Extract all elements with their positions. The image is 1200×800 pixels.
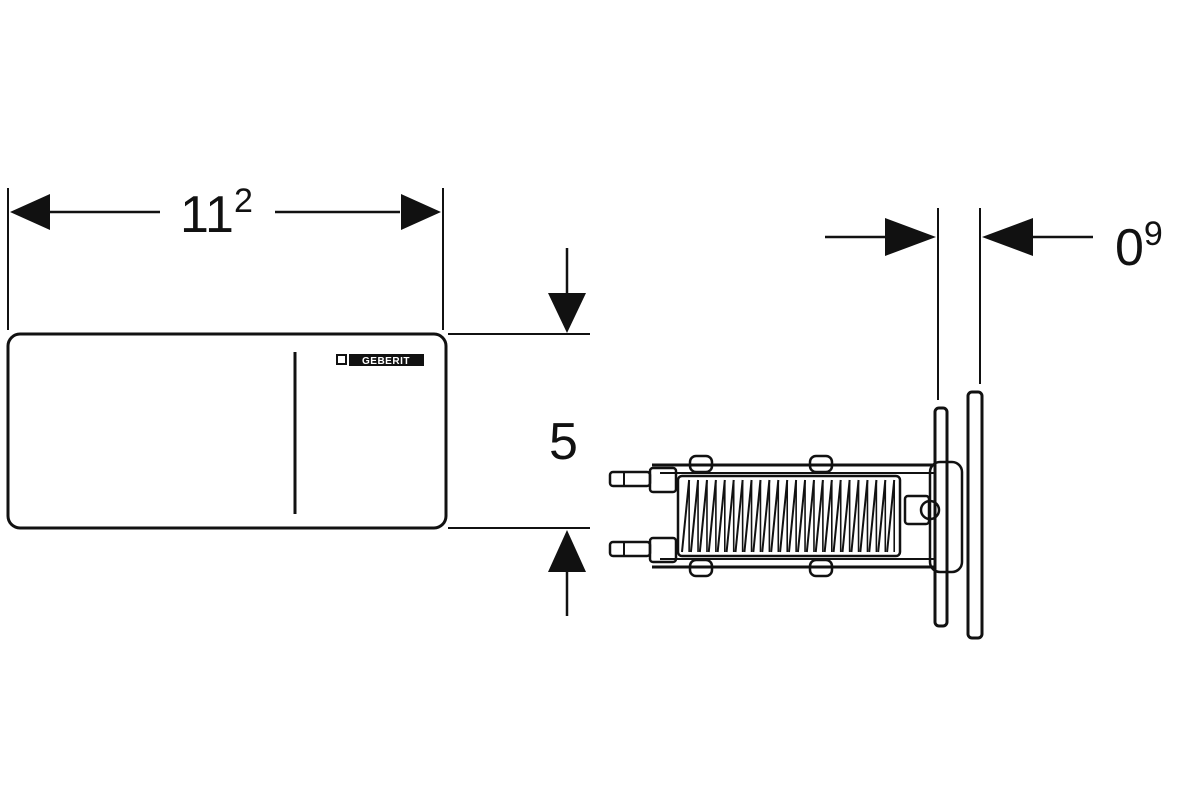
spring-coil-turn <box>716 479 726 553</box>
spring-coil-turn <box>823 479 833 553</box>
connector-top-nipple <box>608 470 652 488</box>
push-rod <box>903 494 931 526</box>
spring-coil-turn <box>868 479 878 553</box>
spring-coil-turn <box>761 479 771 553</box>
spring-coil-turn <box>850 479 860 553</box>
cover-plate-side <box>966 390 984 640</box>
spring-coil-turn <box>689 479 700 553</box>
logo-square-icon <box>336 354 347 365</box>
spring-coil-turn <box>681 479 691 553</box>
spring-coil-turn <box>743 479 753 553</box>
rail-clip-top-1 <box>688 454 714 474</box>
logo-plate <box>349 354 424 366</box>
spring-coil-turn <box>859 479 869 553</box>
spring-coil-turn <box>779 479 789 553</box>
rail-clip-bottom-1 <box>688 558 714 578</box>
width-label-main: 11 <box>180 186 234 244</box>
spring-coil <box>681 479 896 553</box>
spring-coil-turn <box>707 479 717 553</box>
depth-label: 09 <box>1115 215 1163 277</box>
depth-dimension: 09 <box>825 208 1163 400</box>
side-view-mechanism <box>608 390 984 640</box>
spring-coil-turn <box>725 479 735 553</box>
rail-clip-bottom-2 <box>808 558 834 578</box>
rail-clip-top-2 <box>808 454 834 474</box>
spring-coil-turn <box>805 479 815 553</box>
spring-coil-turn <box>841 479 851 553</box>
connector-top <box>608 466 678 494</box>
spring-coil-turn <box>734 479 744 553</box>
spring-coil-turn <box>770 479 780 553</box>
spring-coil-turn <box>698 479 708 553</box>
height-label: 5 <box>549 413 578 471</box>
plate-logo: GEBERIT <box>336 354 424 367</box>
plate-outline <box>6 332 448 530</box>
logo-text: GEBERIT <box>362 356 410 367</box>
depth-label-main: 0 <box>1115 219 1144 277</box>
width-label: 112 <box>180 182 253 244</box>
spring-coil-turn <box>796 479 807 553</box>
spring-coil-turn <box>788 479 798 553</box>
connector-bottom <box>608 536 678 564</box>
connector-bottom-nipple <box>608 540 652 558</box>
spring-coil-turn <box>886 479 896 553</box>
spring-coil-turn <box>752 479 762 553</box>
height-dimension: 5 <box>448 248 590 616</box>
depth-label-sup: 9 <box>1144 215 1163 253</box>
spring-coil-turn <box>877 479 887 553</box>
width-label-sup: 2 <box>234 182 253 220</box>
spring-housing <box>676 474 902 558</box>
spring-coil-turn <box>814 479 824 553</box>
height-arrow-bottom <box>548 530 586 572</box>
depth-arrow-right <box>982 218 1033 256</box>
height-arrow-top <box>548 293 586 333</box>
spring-coil-turn <box>832 479 842 553</box>
depth-arrow-left <box>885 218 936 256</box>
width-arrow-right <box>401 194 441 230</box>
width-dimension: 112 <box>7 182 444 330</box>
width-arrow-left <box>10 194 50 230</box>
front-plate: GEBERIT <box>6 332 448 530</box>
connector-top-body <box>648 466 678 494</box>
